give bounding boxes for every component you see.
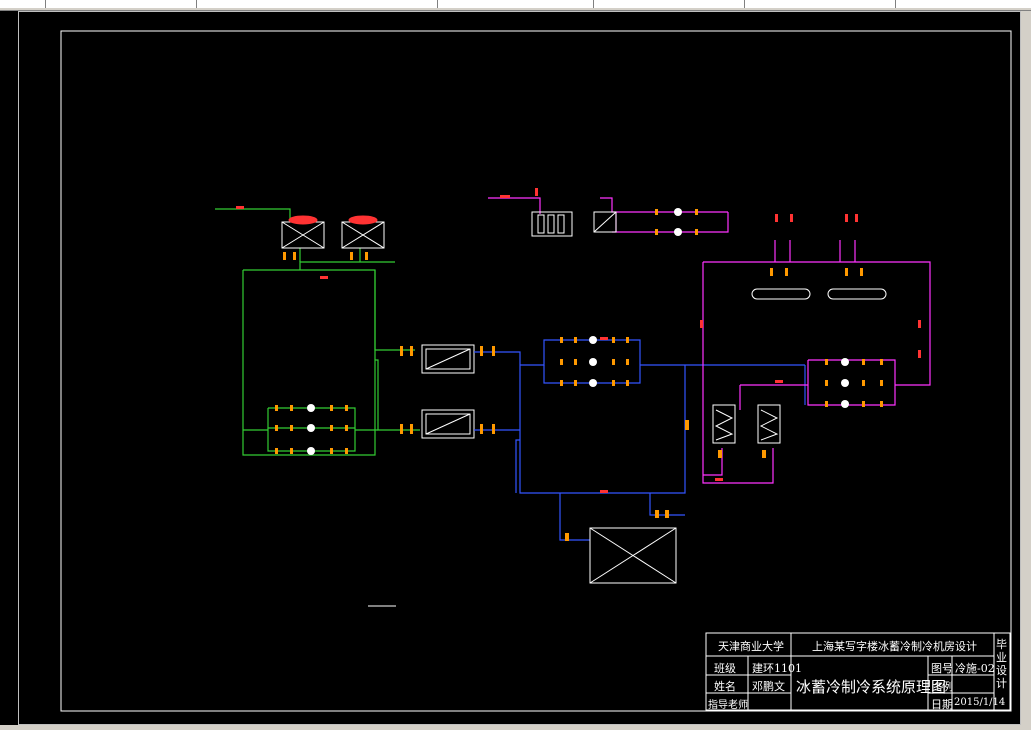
title-block-grid [705,632,1011,711]
drawing-viewport[interactable] [18,11,1021,725]
plotstyle-dropdown[interactable] [896,0,1031,8]
header-2 [827,288,887,300]
expansion-tank [593,211,617,233]
drawing-border [60,30,1012,712]
tb-date-label: 日期 [931,698,953,711]
color-dropdown[interactable] [438,0,594,8]
horizontal-scrollbar[interactable] [0,725,1031,730]
plate-heat-exchanger-1 [712,404,736,444]
tb-class-value: 建环1101 [752,662,802,675]
tb-drawing-no-value: 冷施-02 [955,662,995,675]
app-toolbar [0,0,1031,11]
tb-class-label: 班级 [714,662,736,675]
tb-project-title: 上海某写字楼冰蓄冷制冷机房设计 [812,640,977,653]
tb-university: 天津商业大学 [718,640,784,653]
tb-scale-label: 比例 [931,680,953,693]
tb-drawing-no-label: 图号 [931,662,953,675]
vertical-scrollbar[interactable] [1021,11,1031,725]
pipe-tags [236,188,921,493]
cooling-pump-group [307,404,315,455]
lineweight-dropdown[interactable] [745,0,896,8]
header-1 [751,288,811,300]
tb-advisor-label: 指导老师 [708,700,748,711]
chiller-1 [421,344,475,374]
layer-dropdown[interactable] [197,0,438,8]
tb-drawing-title: 冰蓄冷制冷系统原理图 [796,678,947,696]
tb-name-value: 邓鹏文 [752,680,785,693]
toolbar-button[interactable] [0,0,46,8]
tb-date-value: 2015/1/14 [954,697,1006,708]
cooling-water-loop [215,208,420,456]
water-treatment-unit [531,211,573,237]
toolbar-button[interactable] [46,0,197,8]
chiller-2 [421,409,475,439]
tb-name-label: 姓名 [714,680,736,693]
linetype-dropdown[interactable] [594,0,745,8]
tb-side-label: 毕业设计 [996,638,1007,690]
cooling-tower-1 [281,215,325,249]
chilled-pump-group [589,336,597,387]
glycol-pump-group [674,208,849,408]
chilled-water-loop [474,339,806,541]
ice-storage-tank [589,527,677,584]
glycol-loop [488,197,931,484]
valve-markers [275,209,883,541]
plate-heat-exchanger-2 [757,404,781,444]
cooling-tower-2 [341,215,385,249]
